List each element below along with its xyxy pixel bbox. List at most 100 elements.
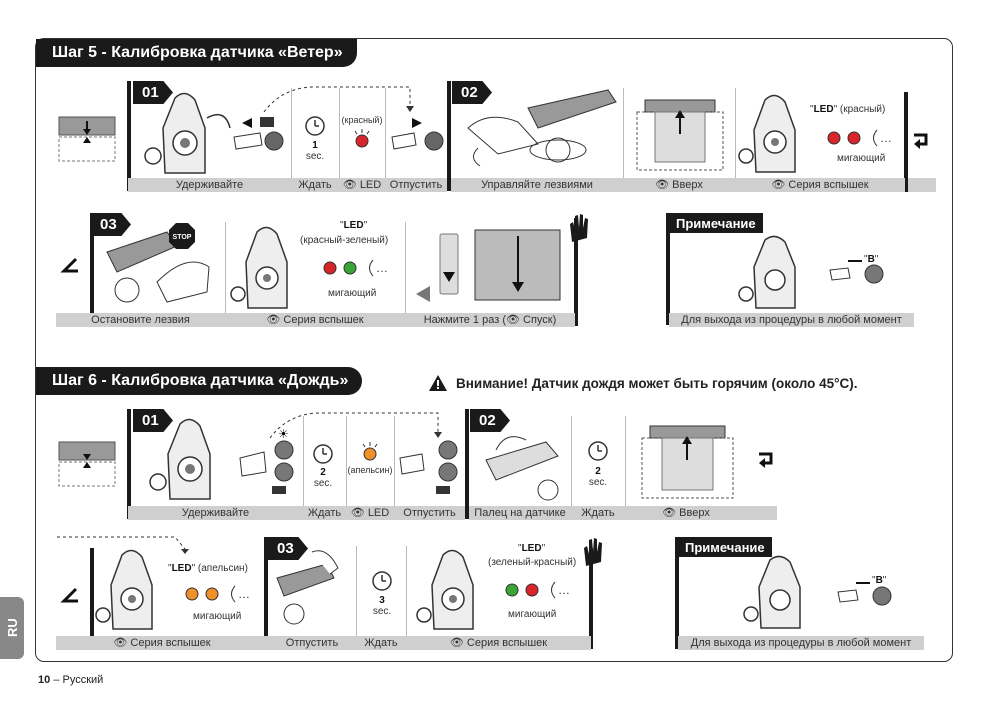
hand-operate-blades-icon xyxy=(467,89,617,167)
led-title: "LED" xyxy=(340,220,368,231)
caption: Отпустить xyxy=(268,636,356,650)
caption: Ждать xyxy=(571,506,625,520)
step5-01-badge: 01 xyxy=(133,81,173,104)
divider xyxy=(346,416,347,506)
button-b-label: "B" xyxy=(872,575,887,586)
divider xyxy=(291,88,292,178)
caption: Ждать xyxy=(291,178,339,192)
led-blink-orange-icon: … xyxy=(185,585,250,603)
step5-03-badge: 03 xyxy=(91,213,131,236)
hand-release-button-icon xyxy=(391,118,444,151)
note-caption: Для выхода из процедуры в любой момент xyxy=(669,313,914,327)
caption: Удерживайте xyxy=(128,506,303,520)
caption-led: 👁 LED xyxy=(346,506,394,520)
stop-sign-text: STOP xyxy=(173,234,192,241)
return-arrow-icon xyxy=(914,133,928,149)
warning-text: Внимание! Датчик дождя может быть горячи… xyxy=(456,375,858,391)
led-title: "LED" xyxy=(518,543,546,554)
control-unit-icon xyxy=(144,92,231,174)
step5-r2-bar2 xyxy=(574,218,578,326)
step5-title: Шаг 5 - Калибровка датчика «Ветер» xyxy=(36,39,357,67)
control-unit-icon xyxy=(738,235,796,309)
control-unit-icon xyxy=(416,549,474,630)
caption: Палец на датчике xyxy=(469,506,571,520)
led-color-label: (зеленый-красный) xyxy=(488,557,577,568)
caption-eye: 👁 Серия вспышек xyxy=(56,636,268,650)
step6-r1-bar2 xyxy=(465,409,469,519)
divider xyxy=(394,416,395,506)
caption-eye: 👁 Вверх xyxy=(625,506,747,520)
led-orange-title: "LED" (апельсин) xyxy=(168,563,248,574)
stop-hand-icon xyxy=(570,214,588,242)
caption-led: 👁 LED xyxy=(339,178,385,192)
svg-text:…: … xyxy=(558,583,570,597)
blinking-label: мигающий xyxy=(328,288,377,299)
caption-eye: 👁 Серия вспышек xyxy=(406,636,591,650)
led-color-label: (красный-зеленый) xyxy=(300,235,389,246)
awning-position-icon xyxy=(58,116,116,162)
stop-hand-icon xyxy=(584,538,602,566)
step5-r1-bar1 xyxy=(127,81,131,191)
step5-r1-bar2 xyxy=(447,81,451,191)
led-red-title: "LED" (красный) xyxy=(810,104,886,115)
control-unit-icon xyxy=(149,418,211,500)
blinking-label: мигающий xyxy=(193,611,242,622)
svg-text:☀: ☀ xyxy=(278,427,289,441)
step6-03-badge: 03 xyxy=(268,537,308,560)
blinking-label: мигающий xyxy=(508,609,557,620)
clock-icon xyxy=(372,571,392,591)
continue-arrow-icon xyxy=(60,587,78,603)
clock-icon xyxy=(305,116,325,136)
caption-eye: 👁 Вверх xyxy=(623,178,735,192)
led-red-icon xyxy=(354,129,370,148)
step6-title: Шаг 6 - Калибровка датчика «Дождь» xyxy=(36,367,363,395)
divider xyxy=(623,88,624,178)
step6-r2-bar3 xyxy=(589,548,593,649)
continue-arrow-icon xyxy=(60,257,78,273)
divider xyxy=(735,88,736,178)
dashed-arrow xyxy=(57,536,189,554)
awning-down-icon xyxy=(474,229,561,301)
hand-release-buttons-icon xyxy=(399,440,458,494)
led-orange-icon xyxy=(362,442,378,461)
step6-02-badge: 02 xyxy=(470,409,510,432)
hand-press-button-icon xyxy=(233,117,284,151)
note-bar xyxy=(666,213,670,325)
led-blink-red-green-icon: … xyxy=(323,259,388,277)
control-unit-icon xyxy=(743,555,801,629)
hand-press-b-icon xyxy=(837,582,892,606)
svg-text:…: … xyxy=(376,261,388,275)
divider xyxy=(339,88,340,178)
hand-stop-blades-icon xyxy=(106,231,210,303)
clock-icon xyxy=(588,441,608,461)
divider xyxy=(225,222,226,313)
caption: Отпустить xyxy=(394,506,465,520)
led-red-label: (красный) xyxy=(341,115,383,125)
blinking-label: мигающий xyxy=(837,153,886,164)
divider xyxy=(625,416,626,506)
note-bar xyxy=(675,537,679,649)
caption: Ждать xyxy=(356,636,406,650)
control-unit-icon xyxy=(738,94,796,173)
control-unit-icon xyxy=(230,226,288,309)
stop-sign-icon: STOP xyxy=(169,223,195,249)
caption-empty xyxy=(908,178,936,192)
note-title: Примечание xyxy=(669,213,763,233)
return-arrow-icon xyxy=(759,452,773,468)
step6-r2-bar1 xyxy=(90,548,94,649)
svg-text:…: … xyxy=(238,587,250,601)
caption: Удерживайте xyxy=(128,178,291,192)
page-frame xyxy=(35,38,953,662)
warning: Внимание! Датчик дождя может быть горячи… xyxy=(428,374,858,392)
divider xyxy=(571,416,572,506)
caption-empty xyxy=(747,506,777,520)
led-blink-red-red-icon: … xyxy=(827,129,892,147)
awning-position-icon xyxy=(58,441,116,487)
led-orange-label: (апельсин) xyxy=(347,465,393,475)
divider xyxy=(356,546,357,636)
step5-r2-bar1 xyxy=(90,213,94,326)
caption: Отпустить xyxy=(385,178,447,192)
step5-r1-bar3 xyxy=(904,92,908,192)
